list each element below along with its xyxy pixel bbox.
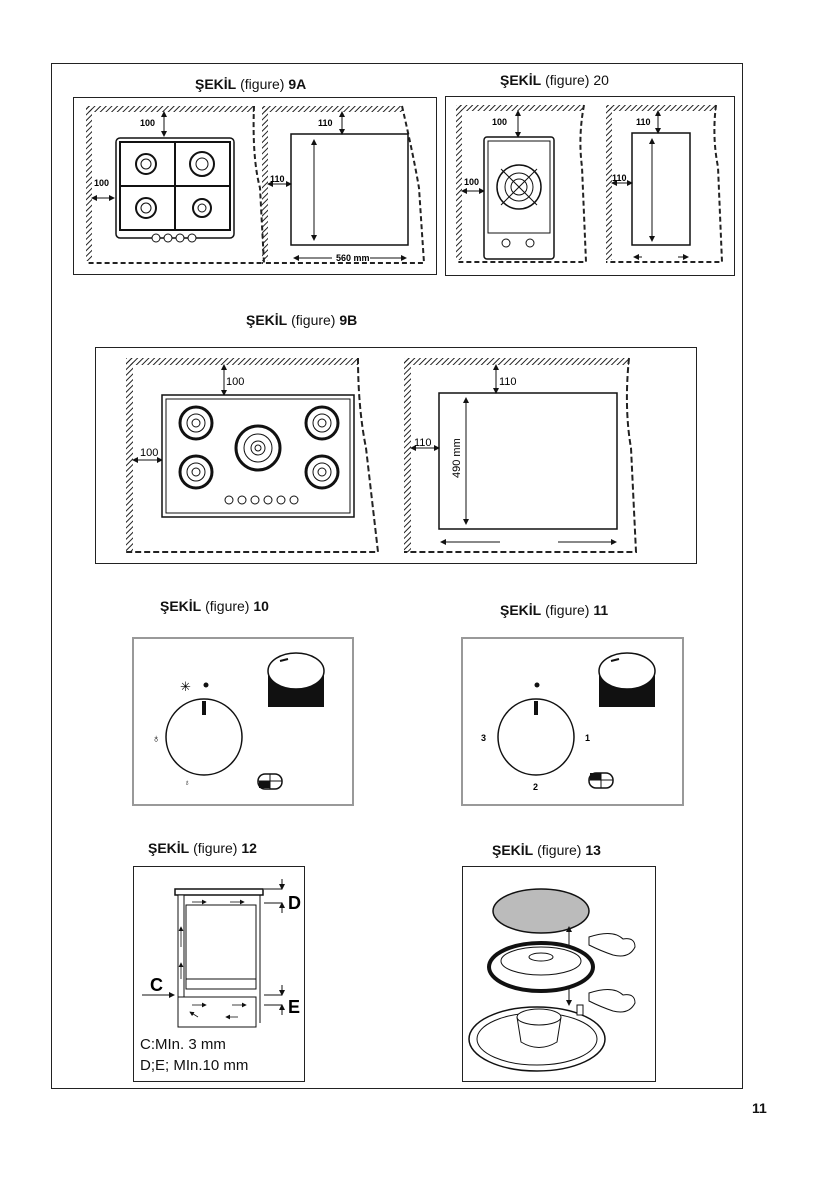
full-flame-icon: ✳ [180, 679, 191, 694]
position-2-label: 2 [533, 782, 538, 792]
figure-12-diagram: D E C [142, 879, 301, 1028]
caption-figure-10: ŞEKİL (figure) 10 [160, 598, 269, 614]
control-knob-dial [165, 698, 243, 776]
dim-top-clearance: 100 [226, 376, 244, 388]
figure-11-diagram: 3 1 2 [481, 652, 656, 792]
dim-cutout-side: 110 [612, 173, 627, 183]
figure-10-diagram: ✳ ♁ ♁ [152, 652, 325, 790]
figure-10-box: ✳ ♁ ♁ [132, 637, 354, 806]
caption-figure-11: ŞEKİL (figure) 11 [500, 602, 609, 618]
off-mark-icon [203, 682, 209, 688]
caption-figure-9a: ŞEKİL (figure) 9A [195, 76, 307, 92]
dim-cutout-side: 110 [414, 437, 432, 449]
dim-cutout-width: 560 mm [336, 253, 370, 263]
label-d: D [288, 893, 301, 913]
large-flame-icon: ♁ [152, 733, 160, 745]
small-flame-icon: ♁ [184, 778, 190, 787]
figure-20-diagram: 100 100 110 110 [456, 104, 724, 263]
figure-12-box: D E C [133, 866, 305, 1082]
label-e: E [288, 997, 300, 1017]
clearance-note-d-e: D;E; MIn.10 mm [140, 1057, 249, 1074]
caption-figure-20: ŞEKİL (figure) 20 [500, 72, 609, 88]
caption-figure-13: ŞEKİL (figure) 13 [492, 842, 601, 858]
dim-cutout-top: 110 [636, 117, 651, 127]
figure-13-diagram [468, 888, 636, 1072]
figure-9a-box: 100 100 110 110 560 mm [73, 97, 437, 275]
figure-9b-diagram: 100 100 110 110 490 mm [126, 357, 638, 553]
hand-icon [588, 933, 636, 957]
dim-side-clearance: 100 [464, 177, 479, 187]
clearance-note-c: C:MIn. 3 mm [140, 1036, 226, 1053]
page-frame [51, 63, 743, 1089]
dim-side-clearance: 100 [94, 178, 109, 188]
dim-cutout-side: 110 [270, 174, 285, 184]
dim-cutout-top: 110 [318, 118, 333, 128]
dim-cutout-top: 110 [499, 376, 517, 388]
hand-icon [588, 989, 636, 1013]
dim-top-clearance: 100 [492, 117, 507, 127]
off-mark-icon [534, 682, 540, 688]
figure-11-box: 3 1 2 [461, 637, 684, 806]
position-3-label: 3 [481, 733, 486, 743]
figure-13-box [462, 866, 656, 1082]
caption-figure-9b: ŞEKİL (figure) 9B [246, 312, 358, 328]
dim-top-clearance: 100 [140, 118, 155, 128]
burner-cap [492, 888, 590, 934]
dim-cutout-depth: 490 mm [451, 438, 463, 478]
dim-side-clearance: 100 [140, 447, 158, 459]
figure-9b-box: 100 100 110 110 490 mm [95, 347, 697, 564]
position-1-label: 1 [585, 733, 590, 743]
page-number: 11 [752, 1100, 767, 1116]
figure-20-box: 100 100 110 110 [445, 96, 735, 276]
figure-9a-diagram: 100 100 110 110 560 mm [86, 105, 426, 264]
caption-figure-12: ŞEKİL (figure) 12 [148, 840, 257, 856]
label-c: C [150, 975, 163, 995]
control-knob-dial [497, 698, 575, 776]
